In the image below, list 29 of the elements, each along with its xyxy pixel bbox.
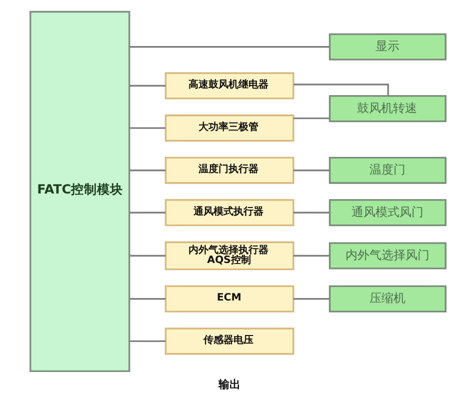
node-box: 高速鼓风机继电器: [164, 72, 294, 100]
connector: [130, 170, 166, 172]
connector: [130, 212, 166, 214]
node-box: 内外气选择执行器 AQS控制: [164, 241, 294, 270]
node-box: 内外气选择风门: [328, 242, 446, 270]
connector: [293, 170, 330, 172]
connector: [130, 127, 166, 129]
node-box: 通风模式风门: [328, 199, 446, 226]
connector: [293, 118, 330, 120]
connector: [130, 340, 166, 342]
node-box: 通风模式执行器: [164, 199, 294, 226]
connector: [293, 254, 330, 257]
connector: [130, 46, 330, 48]
connector: [130, 298, 166, 300]
node-box: FATC控制模块: [30, 10, 130, 372]
node-box: 大功率三极管: [164, 114, 294, 142]
connector: [130, 84, 166, 87]
node-box: 鼓风机转速: [328, 95, 446, 122]
node-box: 压缩机: [328, 285, 446, 312]
connector: [293, 212, 330, 214]
connector: [294, 84, 389, 96]
node-box: 显示: [328, 33, 446, 60]
connector: [293, 298, 330, 300]
node-box: 温度门: [328, 156, 446, 184]
node-box: 传感器电压: [164, 328, 294, 355]
label: 输出: [218, 378, 241, 392]
node-box: 温度门执行器: [164, 156, 294, 184]
node-box: ECM: [164, 285, 294, 312]
connector: [130, 254, 166, 257]
